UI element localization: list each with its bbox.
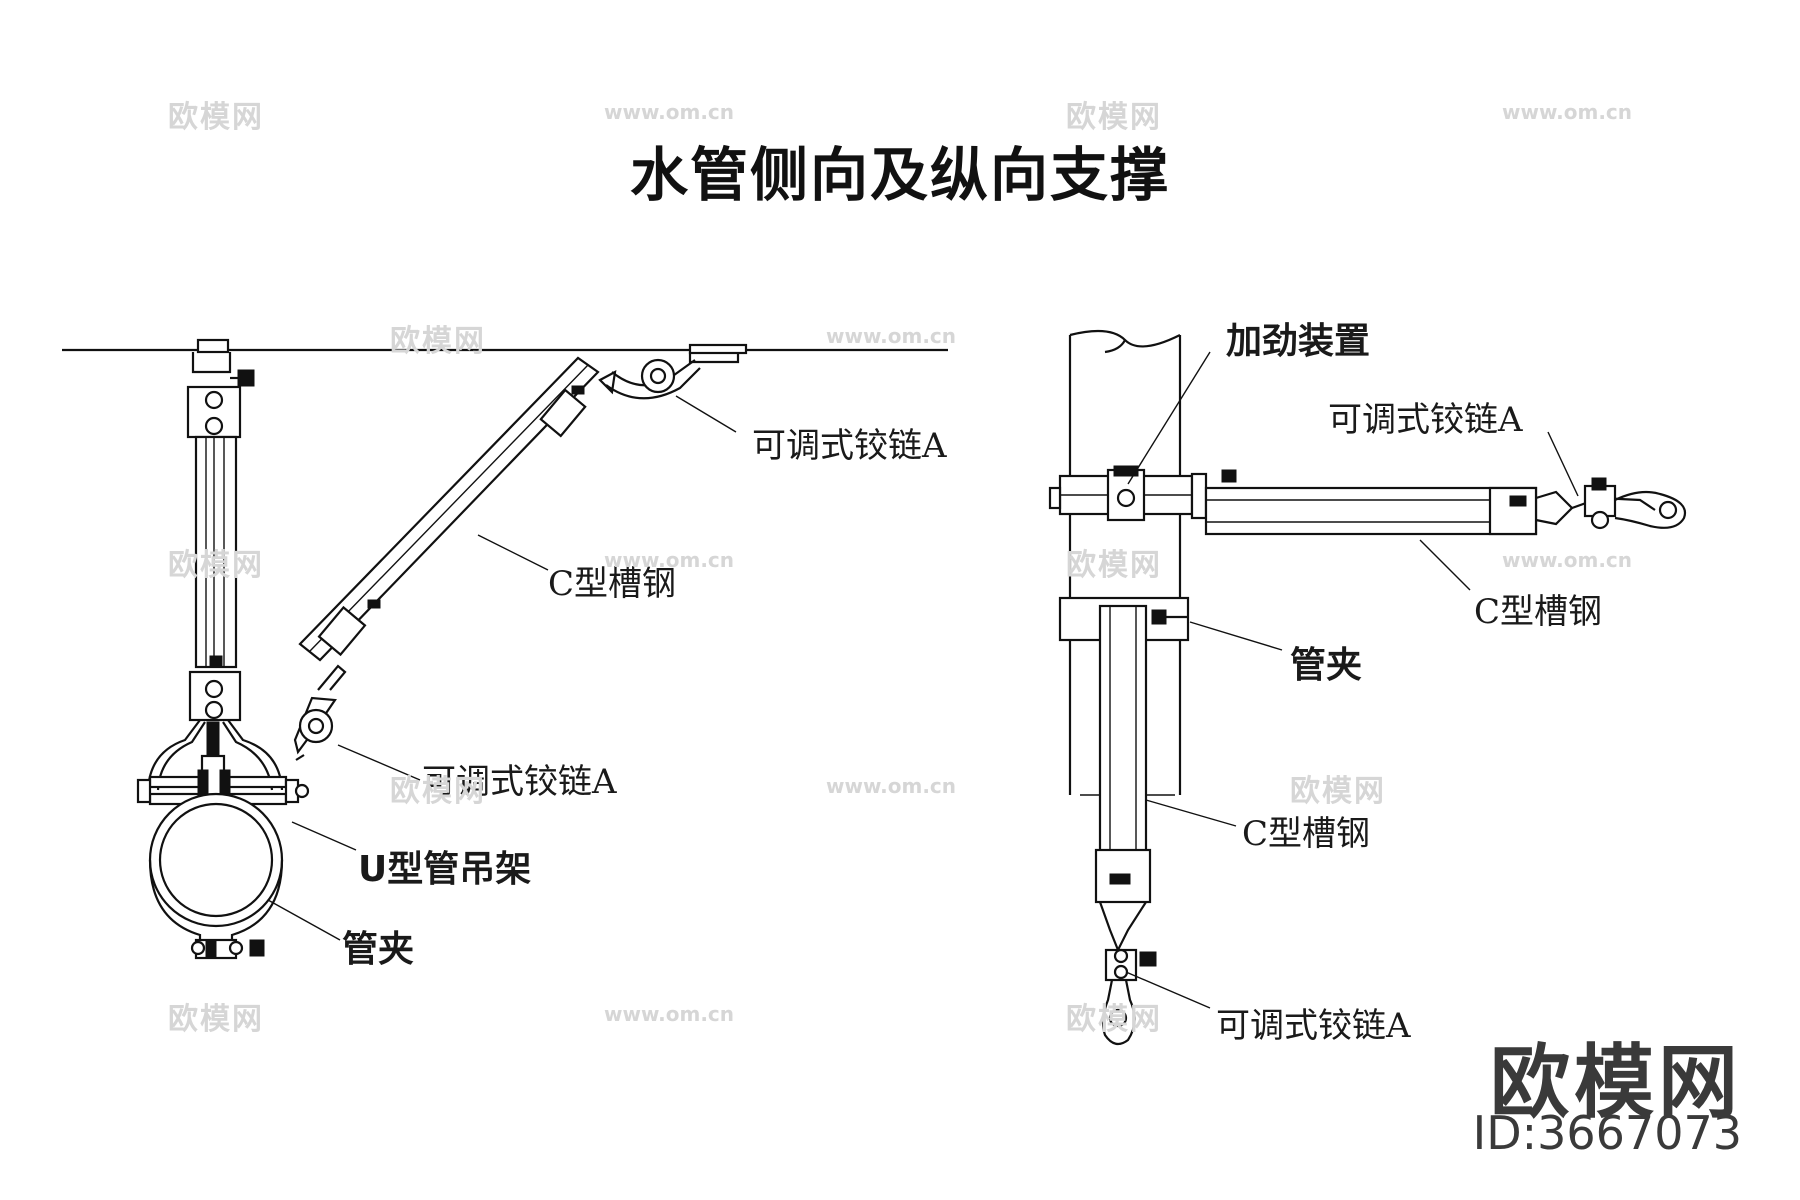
watermark-brand: 欧模网 xyxy=(1066,1002,1162,1037)
right-diagram xyxy=(1048,329,1687,1046)
brand-logo-text: 欧模网 xyxy=(1490,1036,1742,1129)
watermark-url: www.om.cn xyxy=(604,1002,735,1026)
label-channel-vertical: C型槽钢 xyxy=(1242,814,1371,854)
left-pipe xyxy=(148,792,284,960)
watermark-brand: 欧模网 xyxy=(390,774,486,809)
watermark-url: www.om.cn xyxy=(1502,100,1633,124)
right-leader-lines xyxy=(1125,351,1579,1009)
watermark-brand: 欧模网 xyxy=(1066,548,1162,583)
label-u-hanger: U型管吊架 xyxy=(358,849,532,890)
watermark-url: www.om.cn xyxy=(604,548,735,572)
watermark-brand: 欧模网 xyxy=(168,1002,264,1037)
watermark-brand: 欧模网 xyxy=(168,548,264,583)
label-channel-horizontal: C型槽钢 xyxy=(1474,592,1603,632)
watermark-url: www.om.cn xyxy=(826,324,957,348)
label-hinge-bottom-right: 可调式铰链A xyxy=(1216,1006,1411,1046)
label-clamp-left: 管夹 xyxy=(342,929,415,970)
label-stiffener: 加劲装置 xyxy=(1226,321,1371,362)
label-hinge-top-left: 可调式铰链A xyxy=(752,426,947,466)
watermark-brand: 欧模网 xyxy=(1066,100,1162,135)
horizontal-channel xyxy=(1204,486,1574,536)
upper-pipe-clamp xyxy=(1048,465,1237,522)
bottom-hinge xyxy=(1101,948,1157,1046)
vertical-pipe xyxy=(1068,329,1182,796)
vertical-hanger-channel xyxy=(194,435,238,669)
watermark-url: www.om.cn xyxy=(826,774,957,798)
label-channel-left: C型槽钢 xyxy=(548,564,677,604)
watermark-url: www.om.cn xyxy=(1502,548,1633,572)
lower-connector xyxy=(188,670,242,722)
diagonal-hinge-top xyxy=(598,343,748,400)
diagram-title: 水管侧向及纵向支撑 xyxy=(629,141,1170,209)
top-ceiling-bracket xyxy=(186,338,255,439)
right-hinge xyxy=(1571,477,1687,530)
watermark-brand: 欧模网 xyxy=(1290,774,1386,809)
diagonal-channel xyxy=(298,356,600,662)
label-clamp-right: 管夹 xyxy=(1290,645,1363,686)
left-diagram xyxy=(62,338,948,960)
label-hinge-right: 可调式铰链A xyxy=(1328,400,1523,440)
watermark-url: www.om.cn xyxy=(604,100,735,124)
left-leader-lines xyxy=(267,395,737,941)
label-hinge-bottom-left: 可调式铰链A xyxy=(422,762,617,802)
watermark-brand: 欧模网 xyxy=(168,100,264,135)
diagonal-hinge-bottom xyxy=(293,664,347,761)
brand-id-text: ID:3667073 xyxy=(1472,1106,1742,1160)
watermark-brand: 欧模网 xyxy=(390,324,486,359)
vertical-channel xyxy=(1094,604,1152,953)
